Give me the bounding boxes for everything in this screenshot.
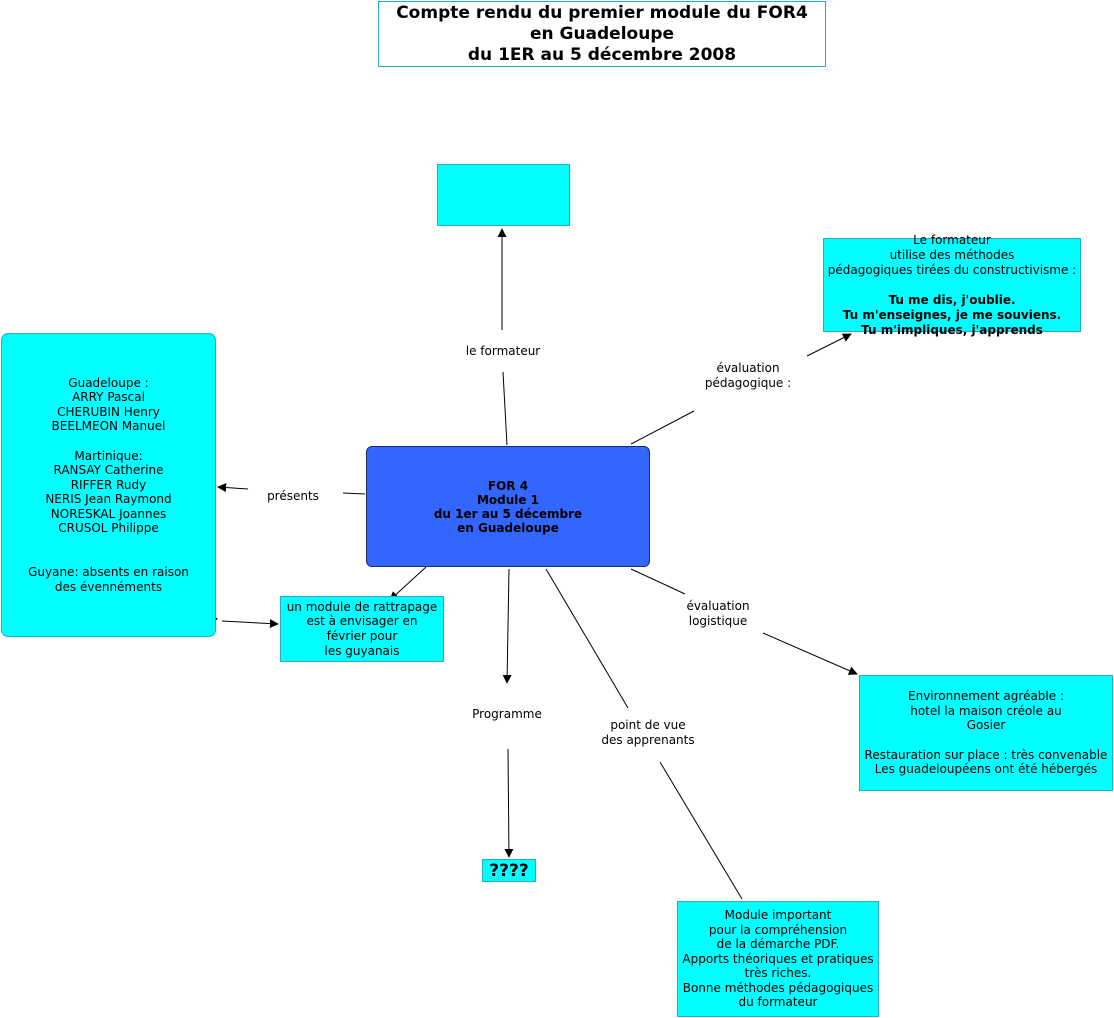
connector-center-to-formateur-label — [502, 371, 508, 446]
formateur-method-intro: Le formateur utilise des méthodes pédago… — [827, 232, 1077, 277]
link-label-formateur: le formateur — [455, 344, 551, 359]
link-label-point-de-vue: point de vue des apprenants — [596, 718, 700, 748]
logistique-box[interactable]: Environnement agréable : hotel la maison… — [859, 675, 1113, 791]
diagram-title: Compte rendu du premier module du FOR4 e… — [378, 1, 826, 67]
arrow-programme-to-box — [504, 748, 514, 858]
empty-formateur-box[interactable] — [437, 164, 570, 226]
connector-center-to-presents — [342, 492, 366, 495]
connector-center-to-point-de-vue — [545, 568, 629, 709]
link-label-presents: présents — [258, 489, 328, 504]
formateur-method-box[interactable]: Le formateur utilise des méthodes pédago… — [823, 233, 1081, 337]
link-label-programme: Programme — [464, 707, 550, 722]
central-node[interactable]: FOR 4 Module 1 du 1er au 5 décembre en G… — [366, 446, 650, 567]
apprenants-box[interactable]: Module important pour la compréhension d… — [677, 901, 879, 1017]
arrow-to-formateur-box — [806, 333, 852, 357]
rattrapage-box[interactable]: un module de rattrapage est à envisager … — [280, 596, 444, 662]
link-label-evaluation-logistique: évaluation logistique — [676, 599, 760, 629]
connector-point-de-vue-to-box — [659, 761, 743, 900]
formateur-method-maxims: Tu me dis, j'oublie. Tu m'enseignes, je … — [842, 292, 1062, 337]
arrow-center-to-programme — [502, 568, 512, 684]
presents-list-box[interactable]: Guadeloupe : ARRY Pascal CHERUBIN Henry … — [1, 333, 216, 637]
arrow-to-presents-box — [217, 483, 249, 493]
link-label-evaluation-pedagogique: évaluation pédagogique : — [690, 361, 806, 391]
arrow-presents-to-rattrapage — [221, 619, 279, 629]
connector-center-to-eval-ped — [630, 410, 695, 445]
connector-center-to-eval-log — [630, 568, 686, 595]
programme-box[interactable]: ???? — [482, 859, 536, 882]
arrow-to-logistique-box — [762, 632, 858, 675]
arrow-center-to-rattrapage — [389, 566, 427, 601]
